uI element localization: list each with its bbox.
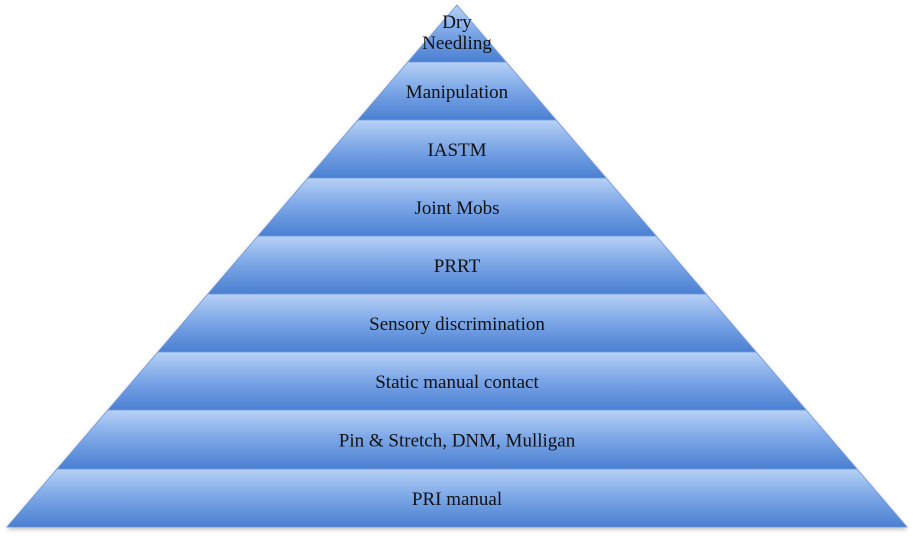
pyramid-tier-label-5: PRRT <box>434 256 481 277</box>
pyramid-tier-label-2: Manipulation <box>406 82 509 103</box>
pyramid-tier-label-8: Pin & Stretch, DNM, Mulligan <box>339 431 576 452</box>
pyramid-tier-label-7: Static manual contact <box>375 372 539 393</box>
pyramid-tier-label-4: Joint Mobs <box>415 198 500 219</box>
pyramid-tier-9 <box>6 468 908 528</box>
pyramid-tier-label-6: Sensory discrimination <box>369 314 545 335</box>
pyramid-tier-label-3: IASTM <box>427 140 486 161</box>
pyramid-tier-label-9: PRI manual <box>412 489 502 510</box>
